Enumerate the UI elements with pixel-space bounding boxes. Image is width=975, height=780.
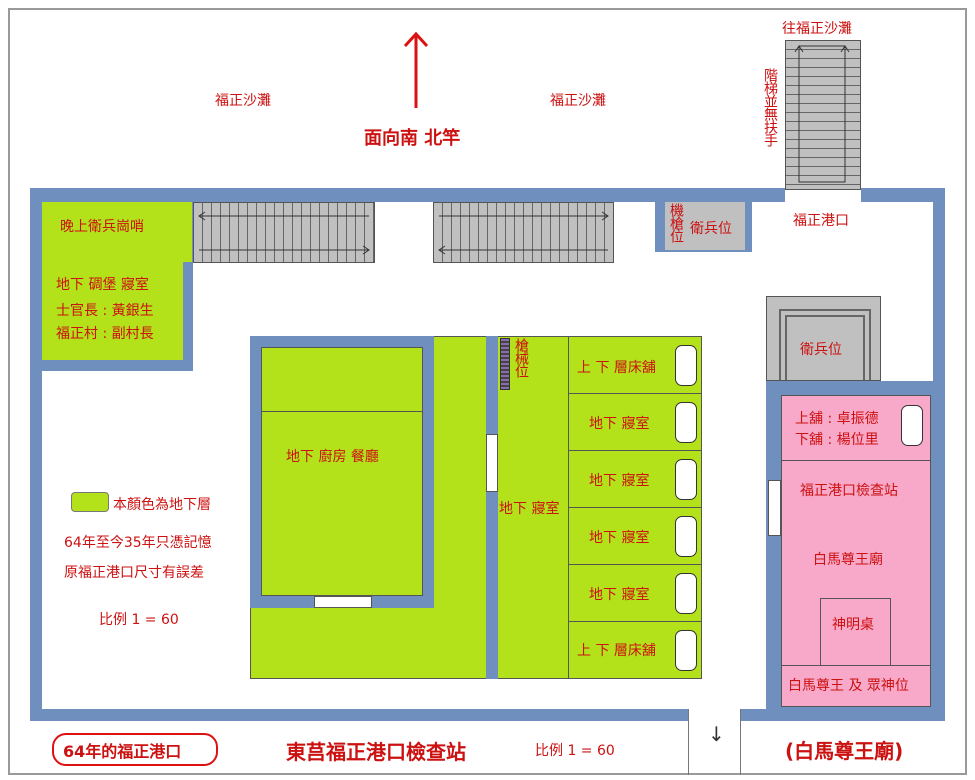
bunk-label-6: 上 下 層床舖 [577, 643, 656, 659]
north-arrow-icon [403, 30, 429, 110]
pillow-icon [675, 630, 697, 671]
entrance [688, 709, 741, 775]
pillow-icon [675, 459, 697, 500]
armory-wall [486, 336, 498, 679]
bunk-label-4: 地下 寢室 [589, 530, 650, 546]
village-label: 福正村 : 副村長 [56, 326, 154, 342]
gun-post [665, 202, 745, 250]
altar-label: 神明桌 [832, 617, 874, 633]
pillow-icon [901, 405, 923, 446]
bunk-label-3: 地下 寢室 [589, 473, 650, 489]
armory-label: 槍械位 [513, 338, 529, 377]
gun-label: 機槍位 [668, 203, 684, 242]
legend-color-note: 本顏色為地下層 [113, 497, 211, 513]
stairs-middle-arrows [433, 202, 614, 263]
building-bottom-wall-left [30, 709, 688, 721]
harbor-gate-label: 福正港口 [793, 213, 849, 229]
bunk-label-5: 地下 寢室 [589, 587, 650, 603]
to-beach-label: 往福正沙灘 [782, 21, 852, 37]
pillow-icon [675, 402, 697, 443]
page-frame [8, 8, 967, 775]
year-badge [52, 733, 218, 766]
kitchen [261, 411, 423, 596]
sentry-post [42, 202, 192, 262]
altar [820, 598, 891, 666]
stairs-note: 階梯並無扶手 [762, 68, 778, 146]
building-top-wall-left [30, 188, 785, 202]
kitchen-label: 地下 廚房 餐廳 [286, 449, 379, 465]
beach-stairs-arrows [785, 40, 861, 190]
beach-stairs [785, 40, 861, 190]
checkpoint-label: 福正港口檢查站 [800, 483, 898, 499]
building-top-wall-right [861, 188, 945, 202]
pillow-icon [675, 516, 697, 557]
page-title: 東莒福正港口檢查站 [286, 740, 466, 764]
temple-door [768, 480, 781, 536]
bunk-label-2: 地下 寢室 [589, 416, 650, 432]
legend-memory: 64年至今35年只憑記憶 [64, 535, 212, 551]
guard-post-label-2: 衛兵位 [800, 342, 842, 358]
stairs-left [193, 202, 375, 263]
armory-door [486, 434, 498, 492]
orientation-label: 面向南 北竿 [364, 128, 461, 149]
guard-post-right-outline [766, 296, 881, 381]
sergeant-label: 士官長 : 黃銀生 [56, 303, 154, 319]
stairs-left-arrows [193, 202, 375, 263]
beach-label-right: 福正沙灘 [550, 93, 606, 109]
pillow-icon [675, 345, 697, 386]
pillow-icon [675, 573, 697, 614]
legend-swatch [71, 492, 109, 512]
down-arrow-icon: ↓ [708, 722, 725, 746]
temple-name-label: 白馬尊王廟 [813, 552, 883, 568]
bunker-label: 地下 碉堡 寢室 [56, 277, 149, 293]
lower-bunk-label: 下舖 : 楊位里 [795, 432, 879, 448]
night-sentry-label: 晚上衛兵崗哨 [60, 219, 144, 235]
kitchen-door [314, 596, 372, 608]
guard-post-label-1: 衛兵位 [690, 221, 732, 237]
beach-label-left: 福正沙灘 [215, 93, 271, 109]
year-badge-text: 64年的福正港口 [63, 742, 182, 761]
stairs-middle [433, 202, 614, 263]
gods-label: 白馬尊王 及 眾神位 [788, 678, 909, 694]
temple-paren-label: (白馬尊王廟) [785, 739, 904, 763]
bunk-label-1: 上 下 層床舖 [577, 360, 656, 376]
bottom-scale: 比例 1 = 60 [535, 743, 615, 759]
armory-rack [500, 338, 510, 390]
dorm-label: 地下 寢室 [499, 501, 560, 517]
kitchen-upper [261, 347, 423, 412]
legend-error: 原福正港口尺寸有誤差 [64, 565, 204, 581]
legend-scale: 比例 1 = 60 [99, 612, 179, 628]
upper-bunk-label: 上舖 : 卓振德 [795, 411, 879, 427]
